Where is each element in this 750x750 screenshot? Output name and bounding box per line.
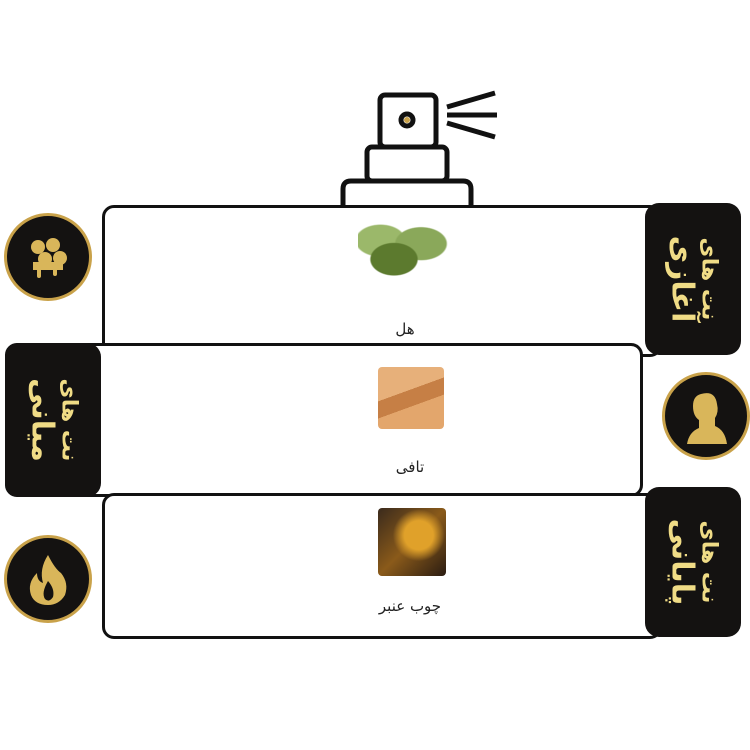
tab-label-line2: پایانی <box>664 518 700 606</box>
flame-icon <box>4 535 92 623</box>
tab-label-line2: آغازی <box>664 235 700 323</box>
perfume-bottle-icon <box>340 90 497 207</box>
person-silhouette-icon <box>662 372 750 460</box>
note-label: تافی <box>395 458 425 476</box>
tab-label-line1: نت های <box>56 378 82 462</box>
tab-label-line1: نت های <box>696 520 722 604</box>
tab-label-line2: میانی <box>24 378 60 462</box>
amberwood-image <box>378 508 446 576</box>
honeycomb-icon <box>4 213 92 301</box>
cardamom-image <box>358 222 448 284</box>
note-label: چوب عنبر <box>378 597 442 615</box>
tab-label-line1: نت های <box>696 237 722 321</box>
middle-notes-panel <box>5 343 643 497</box>
toffee-image <box>378 367 444 429</box>
note-label: هل <box>395 320 415 338</box>
